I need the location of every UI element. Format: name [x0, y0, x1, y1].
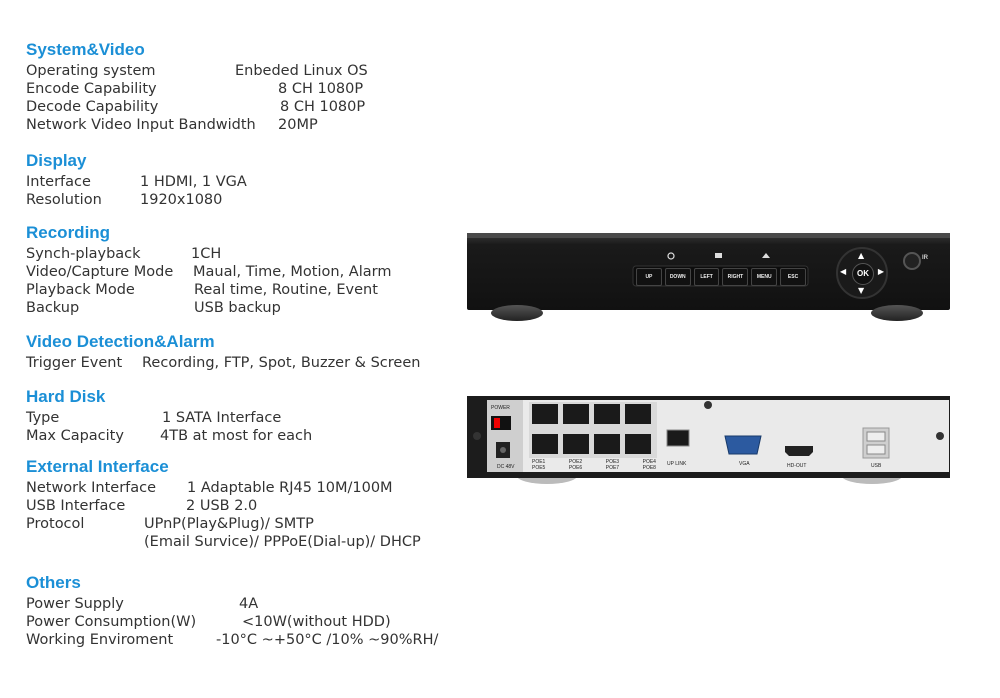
ir-sensor-icon	[903, 252, 921, 270]
section-title-recording: Recording	[26, 223, 111, 242]
record-indicator-icon	[715, 253, 722, 258]
section-title-system-video: System&Video	[26, 40, 145, 59]
vga-label: VGA	[739, 461, 750, 467]
poe-bottom-label: POE7	[605, 465, 620, 471]
section-title-hard-disk: Hard Disk	[26, 387, 106, 406]
spec-label: Encode Capability	[26, 81, 157, 97]
spec-value: (Email Survice)/ PPPoE(Dial-up)/ DHCP	[144, 534, 421, 550]
spec-value: 1 Adaptable RJ45 10M/100M	[187, 480, 393, 496]
hdmi-label: HD-OUT	[787, 463, 807, 469]
poe-top-label: POE1	[532, 459, 546, 465]
spec-value: 4A	[239, 596, 259, 612]
rubber-foot	[871, 305, 923, 321]
nvr-rear-panel	[467, 396, 950, 484]
poe-port-grid	[532, 404, 651, 454]
power-indicator-icon	[667, 252, 675, 260]
spec-value: Real time, Routine, Event	[194, 282, 378, 298]
spec-value: Recording, FTP, Spot, Buzzer & Screen	[142, 355, 421, 371]
section-title-video-detection: Video Detection&Alarm	[26, 332, 215, 351]
spec-value: UPnP(Play&Plug)/ SMTP	[144, 516, 314, 532]
front-button-esc[interactable]: ESC	[780, 268, 806, 286]
nav-left-icon[interactable]: ◀	[840, 267, 847, 276]
rubber-foot	[491, 305, 543, 321]
nav-right-icon[interactable]: ▶	[877, 267, 884, 276]
spec-label: USB Interface	[26, 498, 126, 514]
spec-label: Protocol	[26, 516, 85, 532]
poe-bottom-label: POE6	[568, 465, 583, 471]
spec-label: Decode Capability	[26, 99, 159, 115]
poe-top-label: POE4	[642, 459, 656, 465]
spec-label: Interface	[26, 174, 91, 190]
spec-label: Network Video Input Bandwidth	[26, 117, 256, 133]
poe-bottom-label: POE5	[532, 465, 546, 471]
nav-up-icon[interactable]: ▲	[858, 251, 865, 260]
spec-label: Resolution	[26, 192, 102, 208]
front-button-up[interactable]: UP	[636, 268, 662, 286]
section-title-external-interface: External Interface	[26, 457, 169, 476]
screw-icon	[473, 432, 481, 440]
ok-button[interactable]: OK	[852, 263, 874, 285]
spec-value: 1CH	[191, 246, 222, 262]
front-button-right[interactable]: RIGHT	[722, 268, 749, 286]
spec-value: 2 USB 2.0	[186, 498, 258, 514]
front-button-down[interactable]: DOWN	[664, 268, 691, 286]
spec-value: Enbeded Linux OS	[235, 63, 368, 79]
spec-label: Video/Capture Mode	[26, 264, 174, 280]
spec-value: 1 HDMI, 1 VGA	[140, 174, 247, 190]
dc-label: DC 48V	[497, 464, 515, 470]
spec-value: 20MP	[278, 117, 318, 133]
spec-label: Power Supply	[26, 596, 124, 612]
poe-bottom-label: POE8	[642, 465, 656, 471]
navigation-ring[interactable]: OK ▲ ▼ ◀ ▶	[836, 247, 888, 299]
spec-value: Maual, Time, Motion, Alarm	[193, 264, 392, 280]
spec-value: USB backup	[194, 300, 281, 316]
spec-label: Operating system	[26, 63, 156, 79]
spec-value: 1 SATA Interface	[162, 410, 282, 426]
spec-label: Power Consumption(W)	[26, 614, 197, 630]
power-label: POWER	[491, 405, 510, 411]
nav-down-icon[interactable]: ▼	[858, 286, 865, 295]
hdmi-port	[785, 446, 813, 456]
spec-value: 8 CH 1080P	[278, 81, 364, 97]
screw-icon	[704, 401, 712, 409]
section-title-display: Display	[26, 151, 87, 170]
ir-label: IR	[922, 255, 928, 261]
vga-port	[724, 435, 762, 455]
spec-label: Synch-playback	[26, 246, 141, 262]
network-indicator-icon	[762, 253, 770, 258]
spec-value: <10W(without HDD)	[242, 614, 391, 630]
spec-label: Network Interface	[26, 480, 157, 496]
screw-icon	[936, 432, 944, 440]
spec-value: 8 CH 1080P	[280, 99, 366, 115]
front-button-menu[interactable]: MENU	[751, 268, 778, 286]
spec-label: Trigger Event	[26, 355, 123, 371]
front-button-left[interactable]: LEFT	[693, 268, 720, 286]
spec-value: 1920x1080	[140, 192, 223, 208]
spec-label: Playback Mode	[26, 282, 135, 298]
spec-label: Backup	[26, 300, 80, 316]
uplink-label: UP LINK	[667, 461, 687, 467]
uplink-port	[666, 429, 690, 447]
section-title-others: Others	[26, 573, 81, 592]
spec-label: Max Capacity	[26, 428, 124, 444]
poe-top-label: POE2	[568, 459, 583, 465]
usb-label: USB	[871, 463, 882, 469]
poe-top-label: POE3	[605, 459, 620, 465]
spec-value: -10°C ~+50°C /10% ~90%RH/	[216, 632, 439, 648]
spec-label: Working Enviroment	[26, 632, 174, 648]
spec-label: Type	[26, 410, 60, 426]
spec-value: 4TB at most for each	[160, 428, 313, 444]
